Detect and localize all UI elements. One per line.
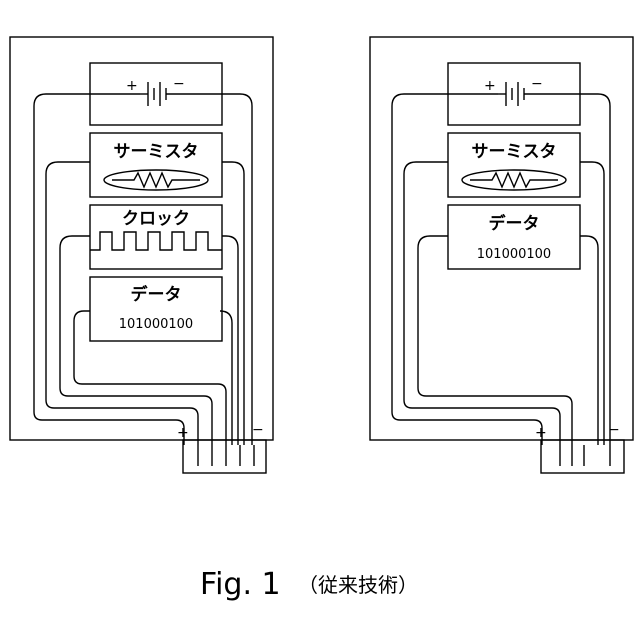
data-value: 101000100 xyxy=(119,317,193,332)
battery-plus-sign: + xyxy=(126,78,138,94)
right-data-module: データ 101000100 xyxy=(448,205,580,269)
battery-icon xyxy=(90,82,222,106)
clock-waveform-icon xyxy=(90,232,222,250)
figure-caption: Fig. 1 （従来技術） xyxy=(200,567,418,602)
data-label: データ xyxy=(131,284,182,305)
left-data-module: データ 101000100 xyxy=(90,277,222,341)
left-device: + − サーミスタ クロック データ 101000100 xyxy=(10,37,273,473)
thermistor-label: サーミスタ xyxy=(114,142,199,162)
figure-subtitle: （従来技術） xyxy=(298,573,418,597)
battery-icon xyxy=(448,82,580,106)
clock-label: クロック xyxy=(122,209,190,229)
connector-minus-sign: − xyxy=(608,422,620,438)
battery-plus-sign: + xyxy=(484,78,496,94)
left-thermistor-module: サーミスタ xyxy=(90,133,222,197)
battery-minus-sign: − xyxy=(531,76,543,92)
data-value: 101000100 xyxy=(477,247,551,262)
connector-plus-sign: + xyxy=(535,425,547,441)
right-battery-module: + − xyxy=(448,63,580,125)
thermistor-icon xyxy=(104,170,208,190)
right-thermistor-module: サーミスタ xyxy=(448,133,580,197)
battery-minus-sign: − xyxy=(173,76,185,92)
connector-plus-sign: + xyxy=(177,425,189,441)
left-connector: + − xyxy=(177,422,266,473)
connector-minus-sign: − xyxy=(252,422,264,438)
right-connector: + − xyxy=(535,422,624,473)
data-label: データ xyxy=(489,213,540,234)
left-clock-module: クロック xyxy=(90,205,222,269)
right-device: + − サーミスタ データ 101000100 xyxy=(370,37,633,473)
thermistor-label: サーミスタ xyxy=(472,142,557,162)
figure-label: Fig. 1 xyxy=(200,567,281,602)
left-battery-module: + − xyxy=(90,63,222,125)
thermistor-icon xyxy=(462,170,566,190)
